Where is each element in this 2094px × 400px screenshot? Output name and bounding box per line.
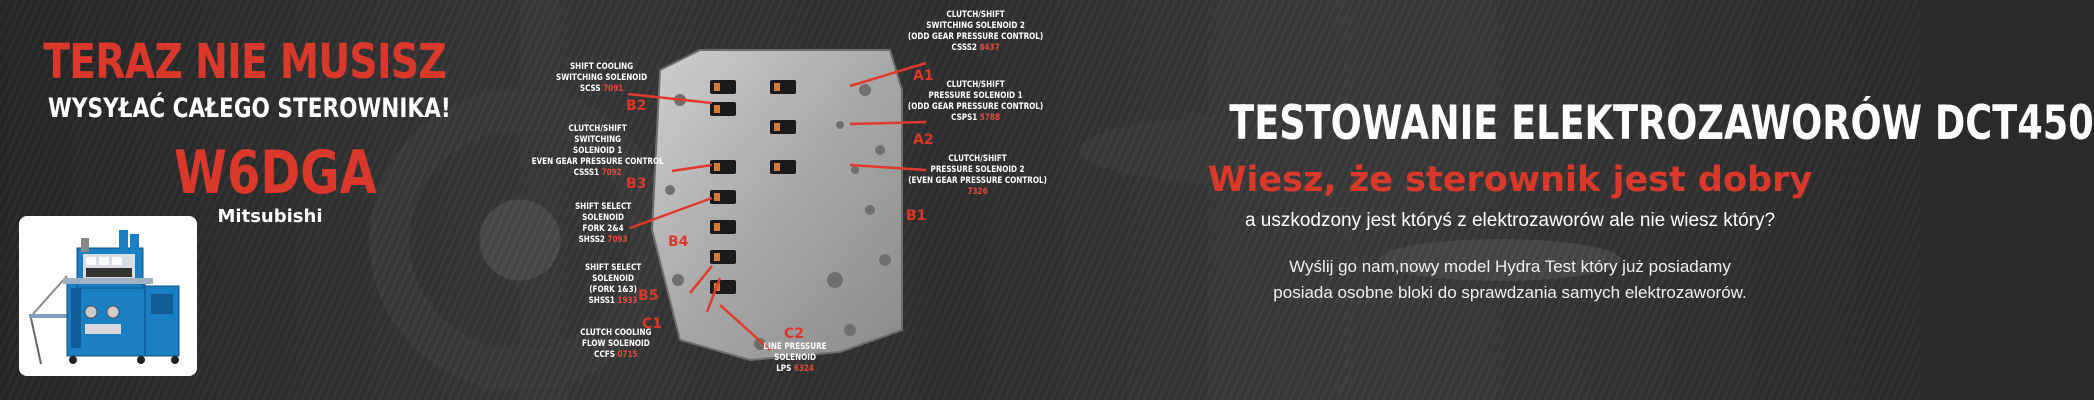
test-bench-image-card bbox=[19, 216, 197, 376]
brand-name: Mitsubishi bbox=[217, 206, 323, 227]
description-line-1: Wyślij go nam,nowy model Hydra Test któr… bbox=[1289, 257, 1731, 276]
label-shss1: SHIFT SELECT SOLENOID (FORK 1&3) SHSS1 1… bbox=[584, 263, 642, 306]
label-scss: SHIFT COOLING SWITCHING SOLENOID SCSS 70… bbox=[556, 62, 648, 94]
tag-c1: C1 bbox=[642, 316, 663, 332]
headline: TERAZ NIE MUSISZ bbox=[43, 34, 447, 90]
description-line-2: posiada osobne bloki do sprawdzania samy… bbox=[1273, 283, 1747, 302]
background-texture bbox=[0, 0, 1920, 400]
tag-b3: B3 bbox=[626, 176, 647, 192]
tag-b2: B2 bbox=[626, 98, 647, 114]
subheadline: WYSYŁAĆ CAŁEGO STEROWNIKA! bbox=[48, 93, 451, 124]
service-subtitle: Wiesz, że sterownik jest dobry bbox=[1207, 160, 1813, 200]
service-question: a uszkodzony jest któryś z elektrozaworó… bbox=[1244, 210, 1776, 231]
tag-c2: C2 bbox=[784, 326, 805, 342]
hydra-test-bench-illustration bbox=[29, 230, 180, 365]
label-csss2: CLUTCH/SHIFT SWITCHING SOLENOID 2 (ODD G… bbox=[907, 10, 1044, 53]
tag-b5: B5 bbox=[638, 288, 659, 304]
service-description: Wyślij go nam,nowy model Hydra Test któr… bbox=[1150, 254, 1870, 306]
label-csss1: CLUTCH/SHIFT SWITCHING SOLENOID 1 EVEN G… bbox=[531, 124, 664, 178]
tag-b4: B4 bbox=[668, 234, 689, 250]
service-title: TESTOWANIE ELEKTROZAWORÓW DCT450 bbox=[1229, 96, 2094, 151]
label-shss2: SHIFT SELECT SOLENOID FORK 2&4 SHSS2 709… bbox=[574, 202, 632, 245]
valve-body-illustration bbox=[650, 49, 903, 362]
tag-a2: A2 bbox=[913, 132, 934, 148]
label-csps1: CLUTCH/SHIFT PRESSURE SOLENOID 1 (ODD GE… bbox=[907, 80, 1044, 123]
tag-a1: A1 bbox=[913, 68, 934, 84]
label-lps: LINE PRESSURE SOLENOID LPS 6324 bbox=[763, 342, 827, 374]
tag-b1: B1 bbox=[906, 208, 927, 224]
label-csps2: CLUTCH/SHIFT PRESSURE SOLENOID 2 (EVEN G… bbox=[908, 154, 1047, 197]
model-name: W6DGA bbox=[174, 138, 377, 208]
label-ccfs: CLUTCH COOLING FLOW SOLENOID CCFS 0715 bbox=[580, 328, 652, 360]
